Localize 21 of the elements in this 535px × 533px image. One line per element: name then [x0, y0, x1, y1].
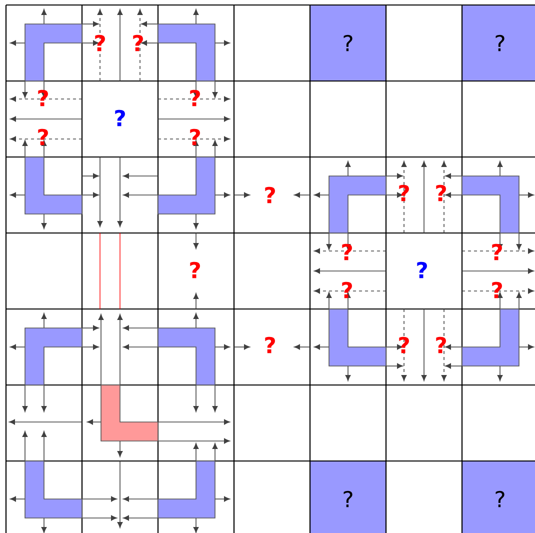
shaded-cell: ?: [310, 5, 386, 81]
shaded-cell: ?: [462, 5, 535, 81]
question-mark: ?: [190, 90, 200, 106]
question-mark: ?: [190, 262, 200, 278]
question-mark: ?: [115, 110, 125, 126]
question-mark: ?: [436, 336, 446, 354]
question-mark: ?: [436, 184, 446, 202]
question-mark: ?: [265, 186, 275, 204]
question-mark: ?: [265, 336, 275, 354]
question-mark: ?: [399, 184, 409, 202]
shaded-cell: ?: [310, 461, 386, 533]
question-mark: ?: [95, 34, 105, 52]
question-mark: ?: [38, 90, 48, 106]
question-mark: ?: [417, 262, 427, 278]
question-mark: ?: [399, 336, 409, 354]
question-mark: ?: [190, 128, 200, 146]
question-mark: ?: [342, 244, 352, 260]
shaded-cell: ?: [462, 461, 535, 533]
question-mark: ?: [38, 128, 48, 146]
question-mark: ?: [342, 282, 352, 298]
question-mark: ?: [133, 34, 143, 52]
